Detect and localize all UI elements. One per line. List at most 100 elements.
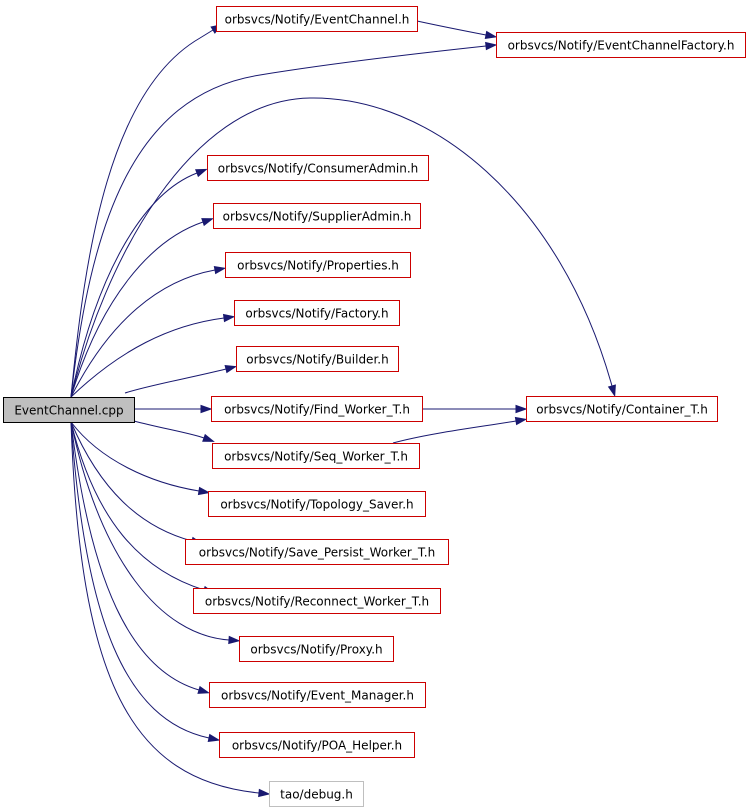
node-reconnect-h[interactable]: orbsvcs/Notify/Reconnect_Worker_T.h [193, 588, 441, 614]
edge-arrowhead [258, 788, 271, 798]
node-properties-h[interactable]: orbsvcs/Notify/Properties.h [225, 252, 411, 278]
node-box [209, 682, 426, 708]
edge-root-to-reconnect_h [70, 421, 215, 594]
node-seq-worker-h[interactable]: orbsvcs/Notify/Seq_Worker_T.h [212, 443, 420, 469]
node-box [234, 300, 400, 326]
node-label: EventChannel.cpp [14, 404, 123, 418]
node-box [211, 396, 423, 422]
edge-root-to-container_h [70, 97, 616, 398]
node-label: orbsvcs/Notify/Find_Worker_T.h [224, 403, 410, 417]
edge-arrowhead [224, 365, 238, 374]
edge-arrowhead [514, 416, 528, 426]
node-container-h[interactable]: orbsvcs/Notify/Container_T.h [526, 396, 718, 422]
edge-root-to-factory_h [70, 313, 236, 398]
edge-root-to-save_persist_h [70, 421, 204, 545]
edge-arrowhead [607, 384, 616, 398]
edge-root-to-tao_debug_h [70, 421, 271, 798]
edge-arrowhead [484, 30, 498, 40]
edge-line [133, 420, 205, 439]
node-find-worker-h[interactable]: orbsvcs/Notify/Find_Worker_T.h [211, 396, 423, 422]
node-label: orbsvcs/Notify/Seq_Worker_T.h [224, 450, 408, 464]
node-label: orbsvcs/Notify/Proxy.h [250, 643, 382, 657]
edge-seq_worker_h-to-container_h [392, 416, 528, 444]
edge-line [70, 421, 193, 542]
node-label: orbsvcs/Notify/ConsumerAdmin.h [218, 162, 419, 176]
edge-arrowhead [228, 635, 241, 645]
node-box [216, 6, 418, 32]
node-poa-helper-h[interactable]: orbsvcs/Notify/POA_Helper.h [219, 732, 415, 758]
node-label: orbsvcs/Notify/Event_Manager.h [221, 689, 414, 703]
edge-root-to-proxy_h [70, 421, 241, 645]
edge-root-to-properties_h [70, 265, 227, 398]
edge-arrowhead [197, 685, 211, 694]
node-label: orbsvcs/Notify/Topology_Saver.h [220, 498, 413, 512]
edge-line [70, 421, 260, 794]
edge-line [70, 317, 225, 398]
node-label: orbsvcs/Notify/Properties.h [237, 259, 399, 273]
node-proxy-h[interactable]: orbsvcs/Notify/Proxy.h [239, 636, 394, 662]
node-root[interactable]: EventChannel.cpp [3, 397, 135, 423]
node-label: orbsvcs/Notify/Builder.h [246, 353, 388, 367]
edge-arrowhead [207, 733, 221, 743]
node-event-manager-h[interactable]: orbsvcs/Notify/Event_Manager.h [209, 682, 426, 708]
node-label: orbsvcs/Notify/POA_Helper.h [232, 739, 402, 753]
edge-line [70, 97, 613, 398]
edge-root-to-topology_saver_h [70, 421, 211, 496]
node-label: orbsvcs/Notify/Reconnect_Worker_T.h [205, 595, 429, 609]
edge-arrowhead [213, 265, 227, 275]
edge-line [70, 421, 210, 739]
edge-root-to-consumer_admin_h [70, 168, 208, 398]
edge-root-to-event_manager_h [70, 421, 211, 694]
node-box [3, 397, 135, 423]
edge-root-to-seq_worker_h [133, 420, 215, 442]
edge-line [392, 420, 517, 444]
edge-root-to-find_worker_h [134, 404, 213, 414]
node-label: orbsvcs/Notify/SupplierAdmin.h [223, 210, 412, 224]
node-topology-saver-h[interactable]: orbsvcs/Notify/Topology_Saver.h [208, 491, 426, 517]
node-event-channel-h[interactable]: orbsvcs/Notify/EventChannel.h [216, 6, 418, 32]
node-box [269, 781, 364, 807]
edge-line [70, 45, 487, 398]
edge-line [70, 29, 214, 398]
edge-line [70, 221, 204, 398]
edge-arrowhead [222, 313, 236, 323]
node-save-persist-h[interactable]: orbsvcs/Notify/Save_Persist_Worker_T.h [185, 539, 449, 565]
edge-event_channel_h-to-event_channel_factory_h [416, 20, 498, 40]
node-label: orbsvcs/Notify/Container_T.h [536, 403, 708, 417]
node-box [496, 32, 746, 58]
edge-root-to-supplier_admin_h [70, 218, 214, 398]
node-label: orbsvcs/Notify/EventChannel.h [225, 13, 410, 27]
edge-arrowhead [200, 404, 213, 414]
edge-arrowhead [202, 433, 215, 442]
node-box [212, 443, 420, 469]
edge-root-to-poa_helper_h [70, 421, 221, 743]
edge-root-to-builder_h [124, 365, 238, 394]
edge-line [124, 368, 227, 394]
edge-root-to-event_channel_h [70, 23, 223, 398]
node-tao-debug-h[interactable]: tao/debug.h [269, 781, 364, 807]
edge-line [70, 421, 230, 641]
edge-find_worker_h-to-container_h [422, 404, 528, 414]
node-box [526, 396, 718, 422]
edge-arrowhead [197, 486, 211, 496]
node-box [219, 732, 415, 758]
node-consumer-admin-h[interactable]: orbsvcs/Notify/ConsumerAdmin.h [207, 155, 429, 181]
node-box [236, 346, 399, 372]
node-supplier-admin-h[interactable]: orbsvcs/Notify/SupplierAdmin.h [213, 203, 421, 229]
edge-line [70, 269, 216, 398]
node-builder-h[interactable]: orbsvcs/Notify/Builder.h [236, 346, 399, 372]
node-factory-h[interactable]: orbsvcs/Notify/Factory.h [234, 300, 400, 326]
node-event-channel-factory-h[interactable]: orbsvcs/Notify/EventChannelFactory.h [496, 32, 746, 58]
edge-root-to-event_channel_factory_h [70, 41, 498, 398]
edge-line [416, 20, 487, 36]
edge-arrowhead [485, 41, 498, 51]
node-box [207, 155, 429, 181]
node-box [225, 252, 411, 278]
node-box [239, 636, 394, 662]
edge-arrowhead [195, 168, 208, 178]
edge-line [70, 421, 200, 492]
node-box [208, 491, 426, 517]
node-label: orbsvcs/Notify/Factory.h [245, 307, 388, 321]
node-label: orbsvcs/Notify/Save_Persist_Worker_T.h [199, 546, 435, 560]
